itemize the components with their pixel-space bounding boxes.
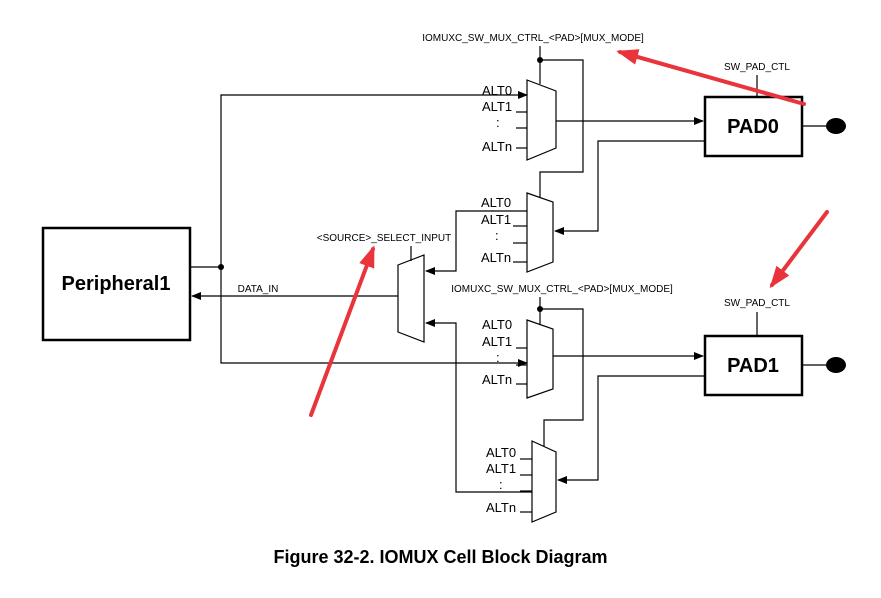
alt1-label: ALT1: [482, 334, 512, 349]
annotation-arrows: [309, 49, 829, 417]
alt1-label: ALT1: [482, 99, 512, 114]
mux-oe-pad0-inputs: ALT0 ALT1 : ALTn: [481, 195, 527, 265]
pad1-label: PAD1: [727, 355, 779, 377]
alt-ellipsis-label: :: [495, 228, 499, 243]
annotation-arrow-pad-ctl: [769, 210, 829, 289]
altn-label: ALTn: [482, 372, 512, 387]
pad-ctl-label-top: SW_PAD_CTL: [724, 62, 790, 73]
altn-label: ALTn: [481, 250, 511, 265]
annotation-arrow-select-input: [309, 245, 375, 417]
pad0-pin: [826, 118, 846, 134]
select-input-mux: [397, 254, 425, 343]
alt1-label: ALT1: [486, 461, 516, 476]
mux-oe-pad1-inputs: ALT0 ALT1 : ALTn: [486, 445, 532, 515]
mux-out-pad0-inputs: ALT0 ALT1 : ALTn: [482, 83, 527, 154]
mux-ctrl-label-bottom: IOMUXC_SW_MUX_CTRL_<PAD>[MUX_MODE]: [451, 284, 673, 295]
alt1-label: ALT1: [481, 212, 511, 227]
mux-out-pad1-inputs: ALT0 ALT1 : ALTn: [482, 317, 527, 387]
annotation-arrow-mux-ctrl: [616, 49, 806, 106]
peripheral-label: Peripheral1: [62, 273, 171, 295]
alt0-label: ALT0: [482, 317, 512, 332]
pad1-pin: [826, 357, 846, 373]
figure-caption: Figure 32-2. IOMUX Cell Block Diagram: [273, 547, 608, 567]
pad0-block: [703, 95, 804, 158]
alt-ellipsis-label: :: [496, 350, 500, 365]
pad-ctl-label-bottom: SW_PAD_CTL: [724, 298, 790, 309]
peripheral-output-wires: [190, 91, 528, 367]
alt0-label: ALT0: [482, 83, 512, 98]
mux-oe-pad1: [531, 440, 557, 523]
pad0-label: PAD0: [727, 116, 779, 138]
mux-out-pad0: [526, 79, 557, 161]
alt0-label: ALT0: [486, 445, 516, 460]
data-in-label: DATA_IN: [238, 284, 279, 295]
alt0-label: ALT0: [481, 195, 511, 210]
select-input-label: <SOURCE>_SELECT_INPUT: [317, 233, 452, 244]
altn-label: ALTn: [482, 139, 512, 154]
alt-ellipsis-label: :: [499, 477, 503, 492]
mux-out-pad1: [526, 319, 554, 399]
mux-ctrl-label-top: IOMUXC_SW_MUX_CTRL_<PAD>[MUX_MODE]: [422, 33, 644, 44]
alt-ellipsis-label: :: [496, 115, 500, 130]
pad1-block: [703, 334, 804, 397]
mux-oe-pad0: [526, 192, 554, 273]
altn-label: ALTn: [486, 500, 516, 515]
peripheral-block: [41, 226, 192, 342]
